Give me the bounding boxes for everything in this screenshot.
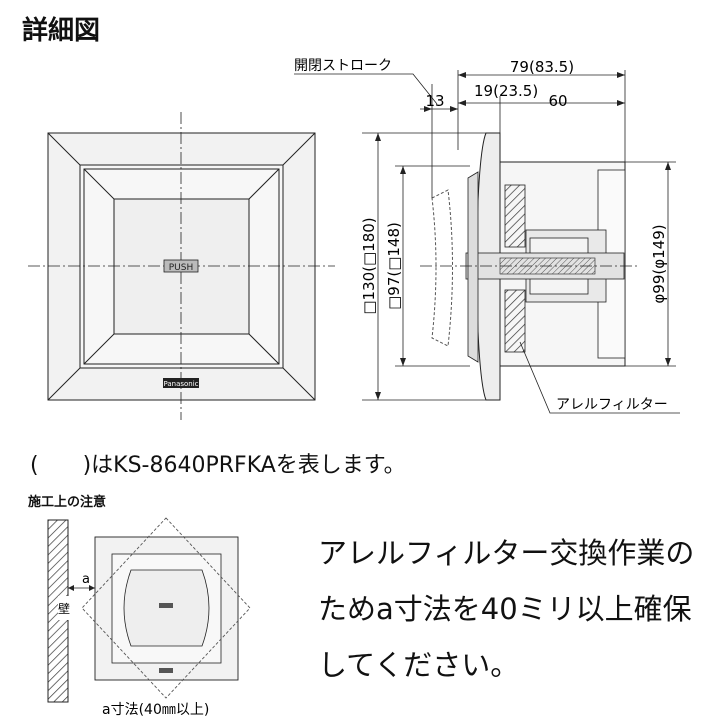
inner-panel	[467, 171, 479, 363]
dimension-arrows	[375, 72, 671, 400]
caution-text-line: してください。	[318, 648, 520, 682]
caution-heading: 施工上の注意	[28, 495, 107, 510]
brand-label: Panasonic	[163, 380, 198, 388]
push-label: PUSH	[169, 263, 194, 273]
dim-flange: 19(23.5)	[474, 82, 538, 100]
dim-outer-square: □130(□180)	[360, 217, 378, 314]
page-title: 詳細図	[22, 16, 101, 46]
wall-label: 壁	[58, 601, 70, 616]
a-label: a	[82, 572, 90, 587]
front-view: PUSH Panasonic	[28, 112, 335, 420]
a-dimension-caption: a寸法(40㎜以上)	[102, 702, 209, 718]
brand-badge	[163, 378, 199, 388]
rotation-outline	[81, 517, 251, 699]
push-button	[163, 259, 199, 273]
dim-body: 60	[548, 92, 567, 110]
dim-total-depth: 79(83.5)	[510, 58, 574, 76]
dim-inner-square: □97(□148)	[385, 222, 403, 310]
side-view	[420, 132, 640, 401]
caution-text-line: ためa寸法を40ミリ以上確保	[318, 592, 692, 626]
model-note: ( )はKS-8640PRFKAを表します。	[30, 453, 406, 478]
filter-lower	[504, 289, 526, 353]
filter-label: アレルフィルター	[556, 397, 668, 413]
dim-stroke: 13	[425, 92, 444, 110]
dim-duct-diameter: φ99(φ149)	[650, 224, 668, 303]
caution-text-line: アレルフィルター交換作業の	[318, 536, 695, 570]
stroke-label: 開閉ストローク	[294, 58, 392, 74]
dimension-lines	[294, 70, 680, 414]
caution-sketch: 壁 a a寸法(40㎜以上)	[47, 517, 251, 718]
panel-open-position	[431, 189, 453, 347]
front-centerlines	[28, 112, 335, 420]
filter-upper	[504, 184, 526, 248]
